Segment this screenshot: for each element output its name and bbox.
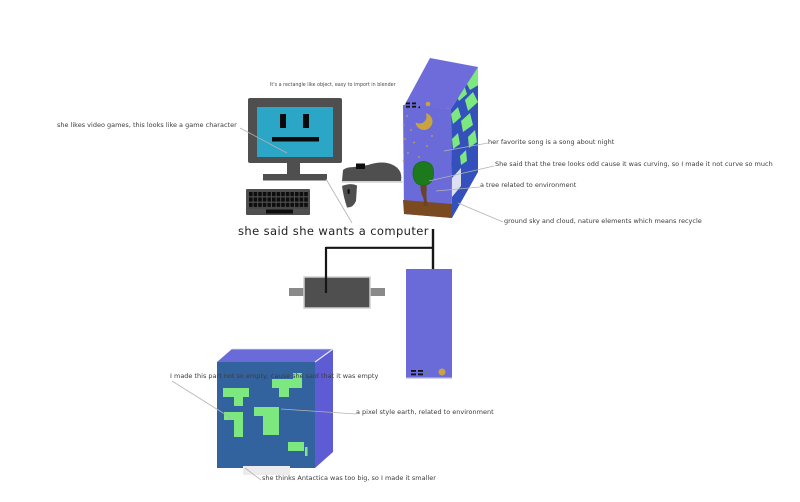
cables bbox=[324, 229, 435, 293]
brick-body bbox=[303, 276, 371, 309]
mouse-button-icon bbox=[356, 163, 365, 169]
tree-trunk bbox=[420, 182, 428, 206]
power-button-icon bbox=[438, 368, 446, 376]
mouth-icon bbox=[272, 137, 319, 142]
tower-front-face bbox=[403, 105, 452, 218]
note-pixel-earth: a pixel style earth, related to environm… bbox=[356, 408, 494, 416]
vents-icon bbox=[406, 102, 421, 109]
mini-tower-base-edge bbox=[406, 377, 452, 379]
note-night-song: her favorite song is a song about night bbox=[488, 138, 615, 146]
mouse-side-illustration bbox=[341, 162, 403, 183]
cube-edge-highlight bbox=[314, 348, 334, 363]
brick-right-tab bbox=[369, 288, 385, 296]
power-dot-icon bbox=[425, 101, 431, 107]
note-blender: It's a rectangle like object, easy to im… bbox=[270, 83, 396, 88]
caption-wants-computer: she said she wants a computer bbox=[238, 224, 429, 238]
leader-ground-recycle bbox=[457, 202, 504, 223]
brick-left-tab bbox=[289, 288, 305, 296]
spacebar bbox=[266, 209, 293, 214]
monitor-screen-face bbox=[257, 107, 333, 157]
tree-canopy-icon bbox=[412, 161, 434, 186]
moon-cutout bbox=[412, 109, 427, 124]
side-highlight bbox=[452, 168, 461, 197]
note-tree-curve: She said that the tree looks odd cause i… bbox=[495, 160, 773, 168]
leader-not-empty bbox=[171, 380, 232, 419]
mouse-top-illustration bbox=[342, 184, 357, 208]
note-tree-environment: a tree related to environment bbox=[480, 181, 577, 189]
night-tower-illustration bbox=[402, 58, 478, 218]
mini-tower-vents-icon bbox=[411, 370, 423, 376]
stars-icon bbox=[402, 115, 433, 162]
note-ground-recycle: ground sky and cloud, nature elements wh… bbox=[504, 217, 702, 225]
cube-top-face bbox=[217, 349, 333, 362]
monitor-illustration bbox=[248, 98, 342, 181]
antarctica-rect bbox=[243, 466, 290, 475]
cube-side-face bbox=[315, 349, 333, 468]
leader-tree-curve bbox=[428, 165, 495, 182]
note-game-character: she likes video games, this looks like a… bbox=[57, 121, 237, 129]
note-not-empty: I made this part not so empty, cause she… bbox=[170, 372, 379, 380]
right-eye-icon bbox=[303, 114, 309, 128]
leader-night-song bbox=[443, 142, 489, 152]
leader-pixel-earth bbox=[280, 408, 357, 415]
monitor-stand-base bbox=[263, 174, 327, 181]
monitor-stand-neck bbox=[287, 163, 300, 175]
pixel-shapes-side bbox=[451, 67, 478, 165]
mini-tower-illustration bbox=[406, 269, 452, 379]
mini-tower-body bbox=[406, 269, 452, 378]
note-antarctica: she thinks Antactica was too big, so I m… bbox=[262, 474, 436, 482]
leader-caption bbox=[325, 178, 353, 224]
keyboard-keys bbox=[249, 192, 308, 209]
power-brick-illustration bbox=[289, 276, 385, 309]
scroll-wheel-icon bbox=[347, 189, 350, 194]
keyboard-illustration bbox=[246, 189, 310, 215]
pixel-continents bbox=[223, 373, 308, 456]
left-eye-icon bbox=[280, 114, 286, 128]
leader-lines bbox=[171, 127, 504, 481]
leader-antarctica bbox=[244, 467, 262, 481]
leader-game-character bbox=[239, 127, 288, 154]
led-dot-icon bbox=[425, 371, 427, 373]
leader-tree-environment bbox=[435, 186, 481, 192]
earth-cube-illustration bbox=[217, 348, 334, 475]
tower-top-face bbox=[404, 58, 478, 109]
ground-strip bbox=[403, 200, 452, 218]
